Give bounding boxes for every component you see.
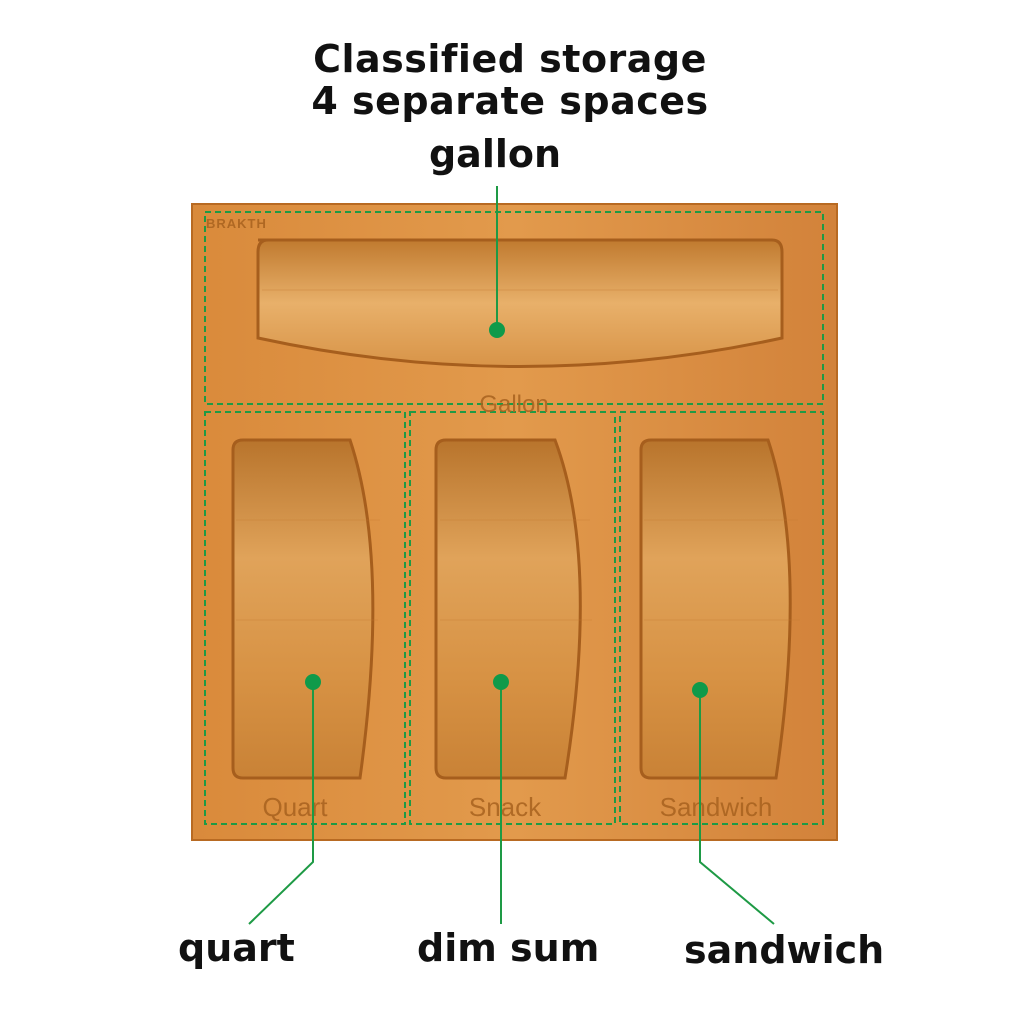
organizer-box-edge — [191, 203, 838, 841]
callout-dim-sum: dim sum — [417, 926, 600, 970]
gallon-zone-outline — [204, 211, 824, 405]
sandwich-zone-outline — [619, 411, 824, 825]
gallon-engraving: Gallon — [479, 391, 548, 418]
headline-line-1: Classified storage — [313, 37, 707, 81]
quart-slot — [231, 438, 375, 780]
gallon-marker — [489, 322, 505, 338]
sandwich-engraving: Sandwich — [660, 792, 773, 822]
dimsum-marker — [493, 674, 509, 690]
quart-marker — [305, 674, 321, 690]
callout-sandwich: sandwich — [684, 928, 885, 972]
sandwich-marker — [692, 682, 708, 698]
callout-quart: quart — [178, 926, 295, 970]
snack-slot — [434, 438, 582, 780]
quart-zone-outline — [204, 411, 406, 825]
sandwich-leader-line — [699, 690, 775, 925]
wood-grain — [236, 289, 800, 621]
callout-gallon: gallon — [428, 132, 562, 176]
quart-leader-line — [248, 682, 314, 925]
quart-engraving: Quart — [262, 792, 328, 822]
sandwich-slot — [639, 438, 792, 780]
snack-engraving: Snack — [469, 792, 542, 822]
gallon-slot — [256, 238, 784, 368]
brand-engraving: BRAKTH — [206, 216, 267, 231]
headline-line-2: 4 separate spaces — [311, 79, 709, 123]
snack-zone-outline — [409, 411, 616, 825]
